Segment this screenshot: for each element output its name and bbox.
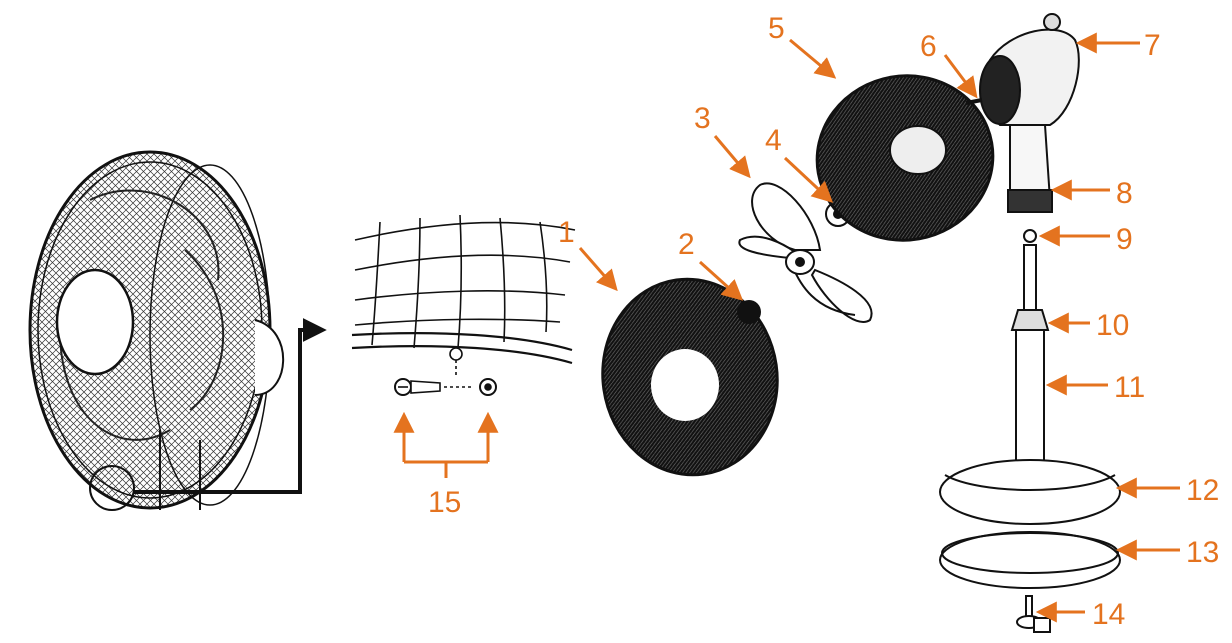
callout-8-label: 8 <box>1116 177 1133 210</box>
callout-4-arrow <box>783 156 834 203</box>
callout-2-label: 2 <box>678 228 695 261</box>
callout-1-arrow <box>578 247 618 292</box>
stand-pole <box>1010 229 1050 481</box>
callout-13-label: 13 <box>1186 536 1219 569</box>
callout-3-arrow <box>713 135 751 179</box>
callout-15-label: 15 <box>428 486 461 519</box>
stand-base <box>939 459 1121 589</box>
callout-15-bracket <box>402 418 490 478</box>
callout-3-label: 3 <box>694 102 711 135</box>
grille-clip-detail <box>351 214 576 396</box>
rear-grille-nut <box>737 300 761 324</box>
callout-10-label: 10 <box>1096 309 1129 342</box>
callout-1-label: 1 <box>558 216 575 249</box>
assembled-fan <box>28 150 285 511</box>
callout-labels: 1 2 3 4 5 6 7 8 9 10 11 12 13 14 15 <box>428 12 1219 631</box>
callout-5-arrow <box>789 38 837 79</box>
callout-7-label: 7 <box>1144 29 1161 62</box>
detail-circle <box>89 465 135 511</box>
callout-5-label: 5 <box>768 12 785 45</box>
rear-grille <box>601 277 779 477</box>
callout-11-label: 11 <box>1114 371 1145 404</box>
front-grille <box>815 74 995 242</box>
detail-pointer-arrow <box>134 318 327 494</box>
callout-12-label: 12 <box>1186 474 1219 507</box>
callout-2-arrow <box>698 260 744 301</box>
callout-4-label: 4 <box>765 124 782 157</box>
callouts <box>393 32 1180 623</box>
callout-6-label: 6 <box>920 30 937 63</box>
callout-9-label: 9 <box>1116 223 1133 256</box>
fan-blade <box>738 182 873 323</box>
base-screw <box>1016 595 1051 633</box>
callout-6-arrow <box>943 54 978 99</box>
motor-head <box>965 13 1080 213</box>
callout-14-label: 14 <box>1092 598 1125 631</box>
